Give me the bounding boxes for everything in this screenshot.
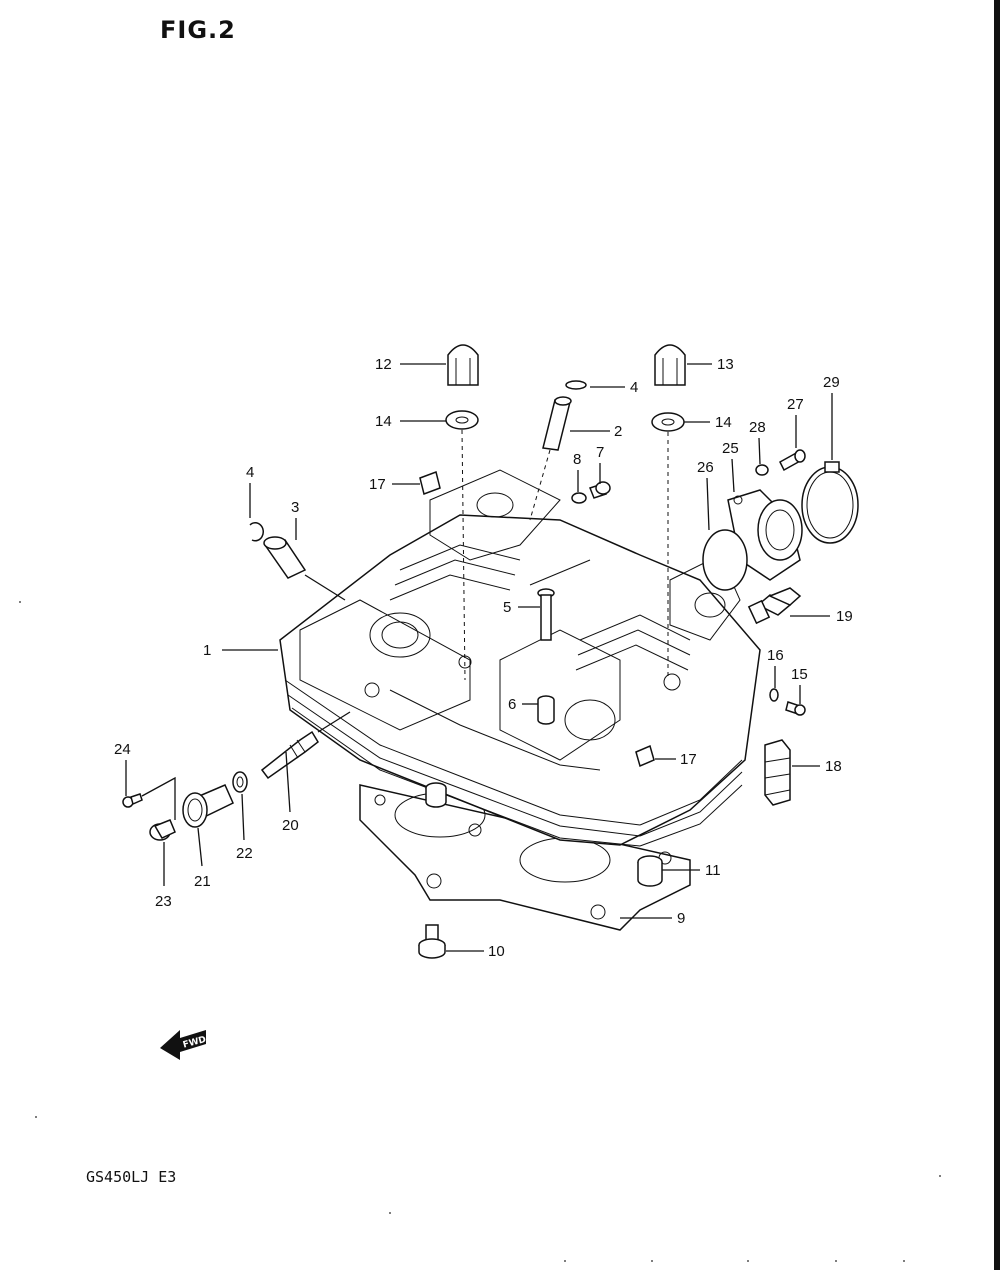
oil-seal-22 bbox=[232, 771, 248, 793]
callout-label-15: 15 bbox=[791, 666, 808, 683]
callout-label-14-right: 14 bbox=[715, 414, 732, 431]
callout-label-4-top: 4 bbox=[630, 379, 638, 396]
callout-label-25: 25 bbox=[722, 440, 739, 457]
washer-28 bbox=[755, 464, 769, 476]
rubber-block-18 bbox=[764, 739, 791, 806]
screw-27 bbox=[779, 449, 806, 472]
stud-axis bbox=[461, 429, 466, 681]
circlip-4-top bbox=[565, 380, 587, 390]
callout-label-13: 13 bbox=[717, 356, 734, 373]
plug-17-top bbox=[419, 471, 441, 495]
callout-label-23: 23 bbox=[155, 893, 172, 910]
spark-plug-19 bbox=[747, 587, 802, 625]
callout-label-4-left: 4 bbox=[246, 464, 254, 481]
callout-label-17-bottom: 17 bbox=[680, 751, 697, 768]
guide-axis bbox=[529, 449, 551, 521]
callout-label-21: 21 bbox=[194, 873, 211, 890]
callout-label-5: 5 bbox=[503, 599, 511, 616]
callout-label-24: 24 bbox=[114, 741, 131, 758]
valve-guide-2 bbox=[542, 396, 572, 451]
washer-14-right bbox=[651, 412, 685, 432]
guide-axis bbox=[304, 574, 346, 601]
callout-label-12: 12 bbox=[375, 356, 392, 373]
dowel-pin-11 bbox=[425, 782, 663, 887]
flange-bolt-10 bbox=[418, 924, 446, 959]
circlip-4-left bbox=[249, 522, 264, 542]
callout-label-19: 19 bbox=[836, 608, 853, 625]
callout-label-6: 6 bbox=[508, 696, 516, 713]
hose-clamp-29 bbox=[801, 461, 859, 544]
callout-label-20: 20 bbox=[282, 817, 299, 834]
callout-label-22: 22 bbox=[236, 845, 253, 862]
valve-guide-3 bbox=[263, 536, 307, 579]
plug-23 bbox=[149, 819, 176, 841]
callout-label-10: 10 bbox=[488, 943, 505, 960]
screw-axis bbox=[141, 776, 176, 820]
callout-label-1: 1 bbox=[203, 642, 211, 659]
scan-edge bbox=[994, 0, 1000, 1270]
callout-label-16: 16 bbox=[767, 647, 784, 664]
head-gasket bbox=[359, 784, 691, 931]
callout-label-3: 3 bbox=[291, 499, 299, 516]
bolt-5 bbox=[537, 588, 555, 641]
cylinder-head-body bbox=[279, 469, 761, 847]
washer-14-left bbox=[445, 410, 479, 430]
washer-8 bbox=[571, 492, 587, 504]
plug-17-bottom bbox=[635, 744, 655, 768]
dowel-6 bbox=[537, 695, 555, 725]
callout-label-26: 26 bbox=[697, 459, 714, 476]
model-code: GS450LJ E3 bbox=[86, 1168, 177, 1186]
bolt-7 bbox=[589, 481, 611, 499]
callout-label-29: 29 bbox=[823, 374, 840, 391]
callout-label-14-left: 14 bbox=[375, 413, 392, 430]
screw-15 bbox=[785, 701, 806, 716]
cap-nut-12 bbox=[447, 344, 479, 386]
scan-speckle bbox=[19, 601, 941, 1262]
figure-title: FIG.2 bbox=[160, 16, 236, 44]
callout-label-2: 2 bbox=[614, 423, 622, 440]
o-ring-26 bbox=[702, 529, 748, 591]
tachometer-gear-20 bbox=[260, 730, 319, 780]
callout-label-9: 9 bbox=[677, 910, 685, 927]
fwd-arrow-icon: FWD bbox=[160, 1030, 207, 1060]
callout-label-17-top: 17 bbox=[369, 476, 386, 493]
gear-housing-21 bbox=[182, 784, 234, 828]
washer-16 bbox=[769, 688, 779, 702]
intake-pipe-25 bbox=[727, 489, 803, 581]
callout-labels: 1 2 3 4 4 5 6 7 8 9 10 11 12 bbox=[114, 356, 853, 960]
cap-nut-13 bbox=[654, 344, 686, 386]
callout-label-18: 18 bbox=[825, 758, 842, 775]
gear-axis bbox=[317, 711, 351, 733]
callout-label-8: 8 bbox=[573, 451, 581, 468]
screw-24 bbox=[122, 793, 143, 808]
callout-label-27: 27 bbox=[787, 396, 804, 413]
callout-label-11: 11 bbox=[705, 862, 721, 879]
callout-label-7: 7 bbox=[596, 444, 604, 461]
callout-label-28: 28 bbox=[749, 419, 766, 436]
